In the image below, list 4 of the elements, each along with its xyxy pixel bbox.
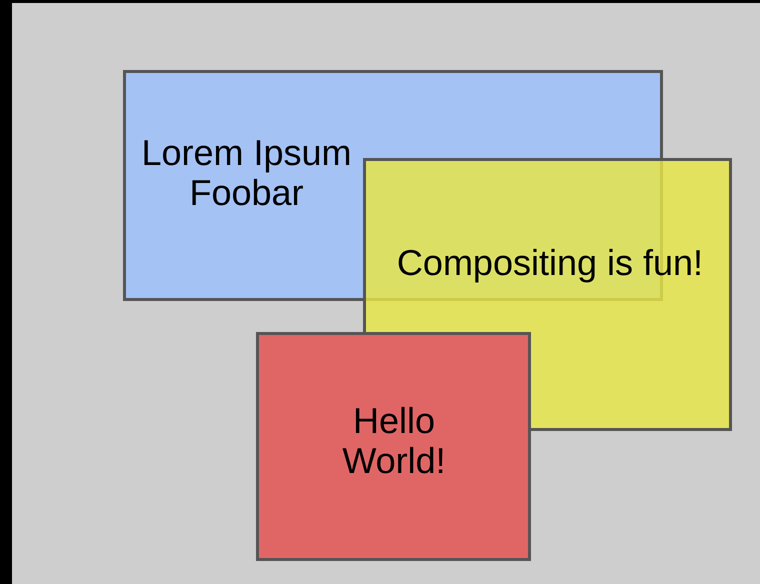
shape-text: Lorem Ipsum Foobar: [140, 133, 353, 213]
shape-text: Hello World!: [341, 401, 447, 481]
rectangle-shape: [256, 332, 531, 561]
shape-text: Compositing is fun!: [396, 243, 704, 283]
